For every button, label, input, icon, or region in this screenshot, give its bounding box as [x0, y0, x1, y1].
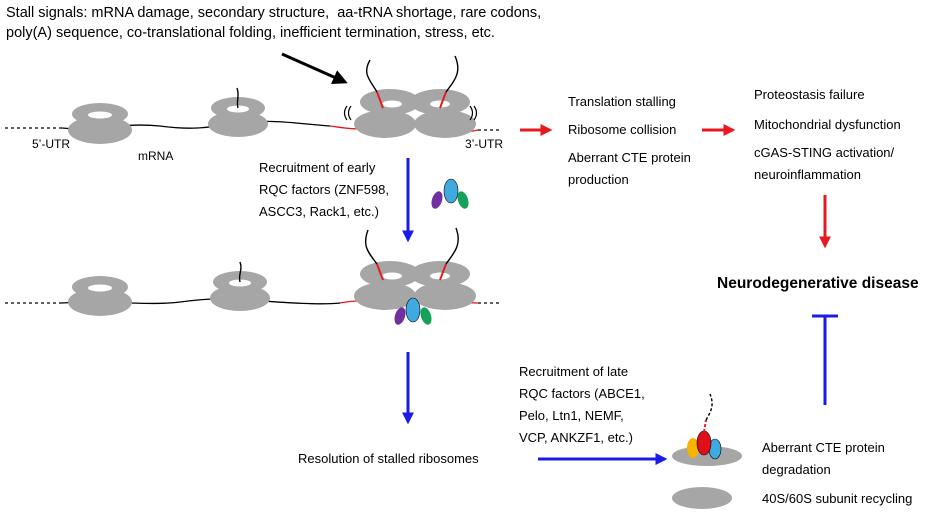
early-rqc-line-1: Recruitment of early [259, 160, 376, 175]
collided-disome-middle [354, 227, 476, 325]
consequence-cte-line-2: production [568, 172, 629, 187]
stall-signals-line-1: Stall signals: mRNA damage, secondary st… [6, 5, 542, 21]
early-rqc-line-3: ASCC3, Rack1, etc.) [259, 204, 379, 219]
outcome-degradation-line-2: degradation [762, 462, 831, 477]
ribosome-top-2 [208, 87, 268, 137]
stall-signals-line-2: poly(A) sequence, co-translational foldi… [6, 25, 495, 41]
disease-label: Neurodegenerative disease [717, 275, 919, 292]
inhibition-bar [812, 314, 838, 405]
collided-disome-top [343, 55, 478, 138]
late-rqc-line-2: RQC factors (ABCE1, [519, 386, 645, 401]
mrna-label: mRNA [138, 149, 174, 163]
consequence-stalling: Translation stalling [568, 94, 676, 109]
stall-signal-arrow [281, 52, 348, 84]
effect-cgas-sting: cGAS-STING activation/ [754, 145, 895, 160]
ribosome-middle-2 [210, 261, 270, 311]
early-rqc-factors [431, 178, 469, 209]
effect-proteostasis: Proteostasis failure [754, 87, 865, 102]
large-subunit-with-late-factors [672, 393, 742, 466]
ribosome-middle-1 [68, 276, 132, 316]
late-rqc-line-1: Recruitment of late [519, 364, 629, 379]
consequence-collision: Ribosome collision [568, 122, 677, 137]
small-subunit-recycled [672, 487, 732, 509]
effect-mitochondria: Mitochondrial dysfunction [754, 117, 901, 132]
consequence-cte-line-1: Aberrant CTE protein [568, 150, 691, 165]
resolution-label: Resolution of stalled ribosomes [298, 451, 479, 466]
utr5-label: 5’-UTR [32, 137, 70, 151]
effect-neuroinflammation: neuroinflammation [754, 167, 861, 182]
utr3-label: 3’-UTR [465, 137, 503, 151]
ribosome-top-1 [68, 103, 132, 144]
late-rqc-line-3: Pelo, Ltn1, NEMF, [519, 408, 624, 423]
outcome-recycling: 40S/60S subunit recycling [762, 491, 913, 506]
late-rqc-line-4: VCP, ANKZF1, etc.) [519, 430, 633, 445]
outcome-degradation-line-1: Aberrant CTE protein [762, 440, 885, 455]
early-rqc-line-2: RQC factors (ZNF598, [259, 182, 390, 197]
